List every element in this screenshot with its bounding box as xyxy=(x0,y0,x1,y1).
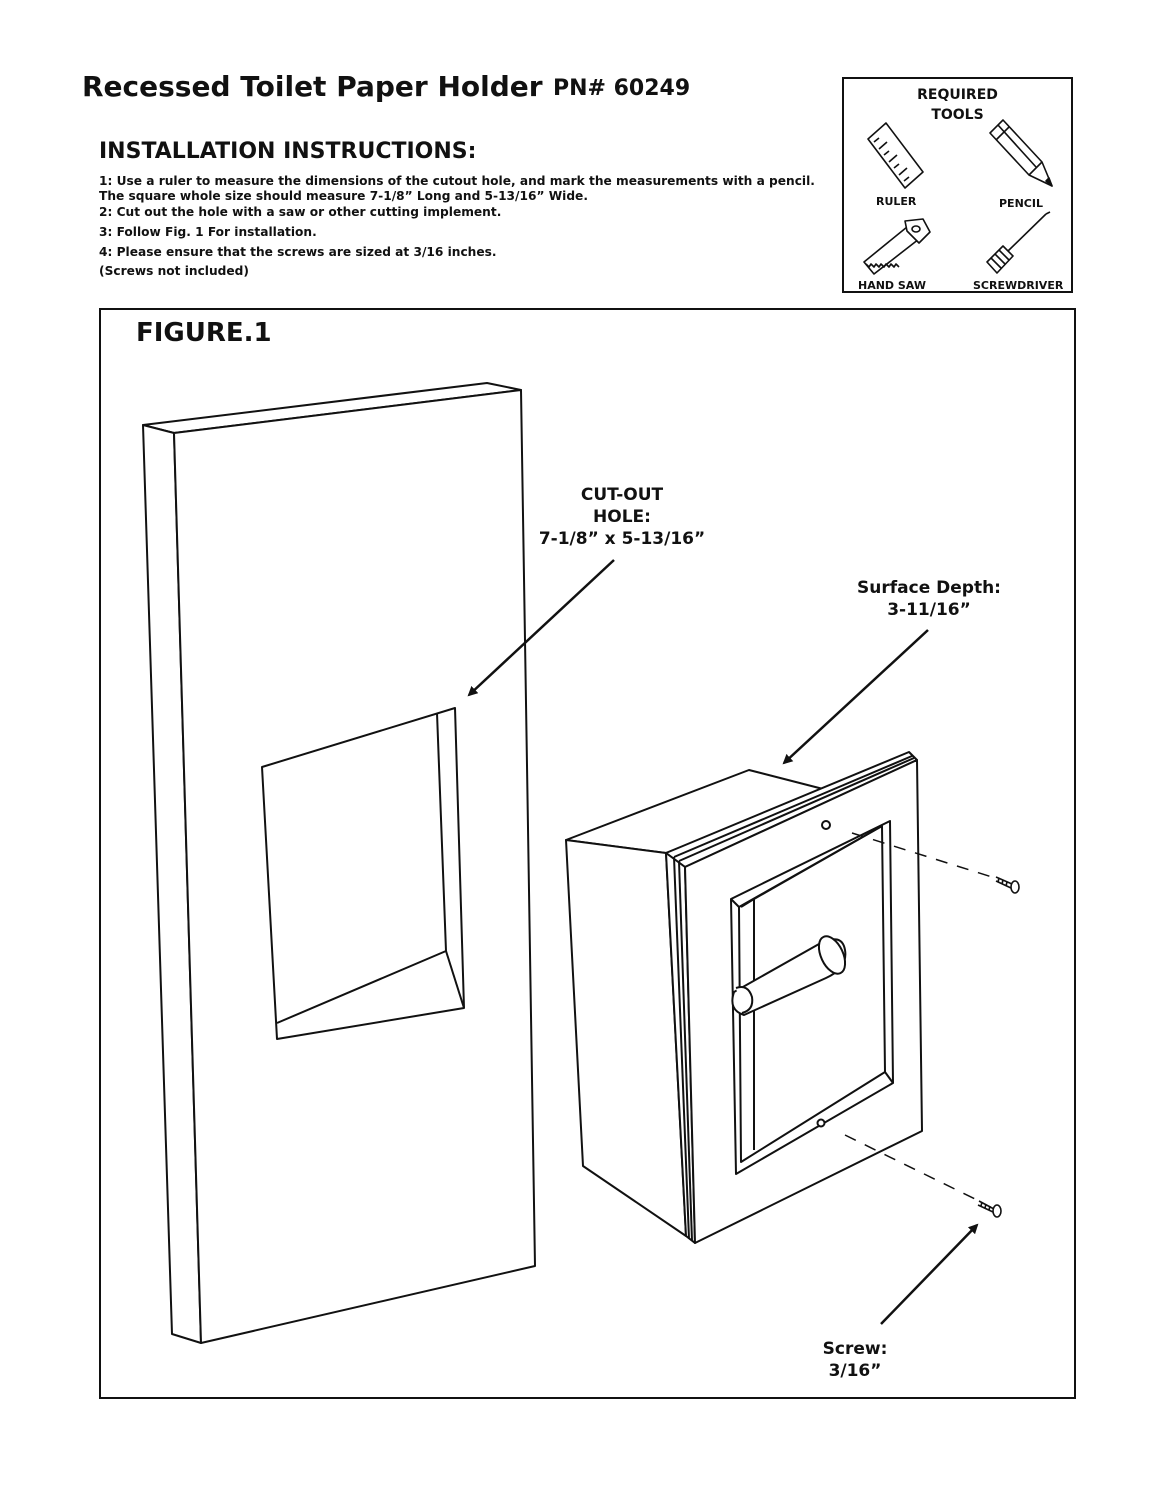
tool-label-pencil: PENCIL xyxy=(999,197,1043,210)
depth-callout-line2: 3-11/16” xyxy=(887,600,971,620)
screw-arrow xyxy=(880,1223,979,1325)
depth-callout-line1: Surface Depth: xyxy=(857,578,1001,598)
instruction-step-1-detail: The square whole size should measure 7-1… xyxy=(99,189,588,203)
instruction-step-2: 2: Cut out the hole with a saw or other … xyxy=(99,205,502,219)
screw-callout-line1: Screw: xyxy=(822,1339,888,1359)
hand-saw-icon xyxy=(863,218,931,275)
page-title: Recessed Toilet Paper Holder xyxy=(82,70,543,103)
instructions-heading: INSTALLATION INSTRUCTIONS: xyxy=(99,139,477,164)
required-tools-panel: REQUIRED TOOLS RULER PENCIL HAND SAW SCR… xyxy=(842,77,1073,293)
depth-callout: Surface Depth: 3-11/16” xyxy=(829,577,1029,621)
instruction-step-3: 3: Follow Fig. 1 For installation. xyxy=(99,225,317,239)
figure-label: FIGURE.1 xyxy=(136,318,272,348)
toilet-paper-holder xyxy=(565,751,923,1244)
instruction-note: (Screws not included) xyxy=(99,264,249,278)
screw-callout: Screw: 3/16” xyxy=(785,1338,925,1382)
screwdriver-icon xyxy=(986,211,1051,274)
top-screw xyxy=(995,876,1020,894)
depth-arrow xyxy=(782,629,929,765)
instruction-step-1: 1: Use a ruler to measure the dimensions… xyxy=(99,174,815,188)
cutout-arrow xyxy=(467,559,615,697)
screw-callout-line2: 3/16” xyxy=(828,1361,882,1381)
bottom-screw xyxy=(977,1200,1002,1218)
cutout-callout: CUT-OUT HOLE: 7-1/8” x 5-13/16” xyxy=(522,484,722,550)
tools-title: REQUIRED TOOLS xyxy=(844,85,1071,125)
figure-frame xyxy=(99,308,1076,1399)
pencil-icon xyxy=(989,119,1053,187)
tool-label-hand-saw: HAND SAW xyxy=(858,279,926,292)
cutout-callout-line1: CUT-OUT xyxy=(580,485,664,505)
cutout-callout-line3: 7-1/8” x 5-13/16” xyxy=(538,529,706,549)
part-number: PN# 60249 xyxy=(553,76,691,101)
cutout-callout-line2: HOLE: xyxy=(593,507,651,527)
ruler-icon xyxy=(867,122,924,189)
tools-title-line1: REQUIRED xyxy=(917,87,998,103)
instruction-step-4: 4: Please ensure that the screws are siz… xyxy=(99,245,497,259)
top-screw-guide-line xyxy=(851,832,993,878)
tools-title-line2: TOOLS xyxy=(931,107,984,123)
tool-label-ruler: RULER xyxy=(876,195,917,208)
bottom-screw-guide-line xyxy=(844,1134,976,1200)
tool-label-screwdriver: SCREWDRIVER xyxy=(973,279,1064,292)
cutout-hole xyxy=(261,707,465,1040)
